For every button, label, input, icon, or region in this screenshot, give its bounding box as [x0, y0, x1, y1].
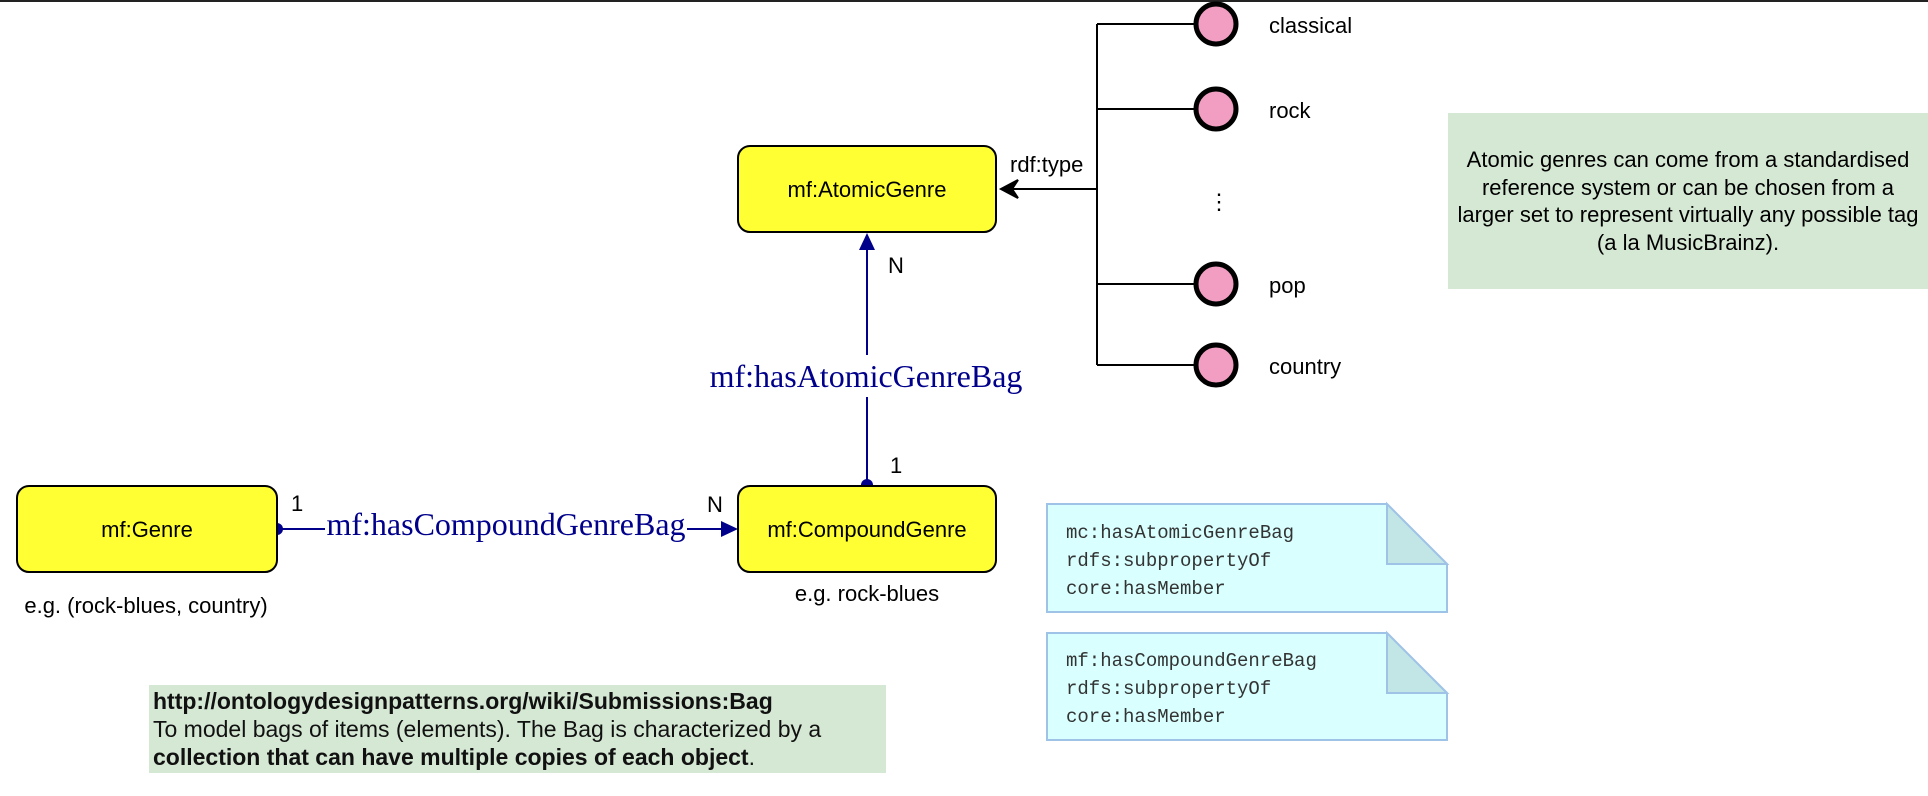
multiplicity-1-atomic: 1 — [890, 453, 902, 478]
atomic-bag-arrowhead — [859, 233, 875, 250]
rdf-type-label: rdf:type — [1010, 152, 1083, 177]
note-line: core:hasMember — [1066, 578, 1226, 600]
multiplicity-n-compound: N — [707, 492, 723, 517]
instance-label: country — [1269, 354, 1341, 379]
note-line: mf:hasCompoundGenreBag — [1066, 650, 1317, 672]
class-compound-genre[interactable]: mf:CompoundGenre — [737, 485, 997, 573]
compound-bag-arrowhead — [721, 521, 738, 537]
compound-genre-example: e.g. rock-blues — [795, 581, 939, 606]
class-label: mf:AtomicGenre — [788, 177, 947, 202]
bag-pattern-url[interactable]: http://ontologydesignpatterns.org/wiki/S… — [153, 688, 773, 714]
atomic-genre-note: Atomic genres can come from a standardis… — [1448, 113, 1928, 289]
has-compound-genre-bag-label: mf:hasCompoundGenreBag — [326, 506, 685, 542]
subproperty-note-atomic: mc:hasAtomicGenreBag rdfs:subpropertyOf … — [1046, 501, 1450, 613]
note-line: mc:hasAtomicGenreBag — [1066, 522, 1294, 544]
instance-pop[interactable]: pop — [1193, 261, 1306, 307]
instance-label: classical — [1269, 13, 1352, 38]
class-label: mf:CompoundGenre — [767, 517, 966, 542]
atomic-genre-note-text: Atomic genres can come from a standardis… — [1457, 147, 1919, 255]
subproperty-note-compound: mf:hasCompoundGenreBag rdfs:subpropertyO… — [1046, 630, 1450, 741]
note-line: rdfs:subpropertyOf — [1066, 678, 1271, 700]
edge-label-bg — [325, 507, 687, 545]
rdf-type-connector — [1003, 23, 1199, 366]
instance-label: rock — [1269, 98, 1312, 123]
instance-classical[interactable]: classical — [1193, 1, 1352, 47]
multiplicity-1-compound: 1 — [291, 491, 303, 516]
instance-ellipsis: ⋮ — [1208, 189, 1230, 214]
genre-example: e.g. (rock-blues, country) — [24, 593, 267, 618]
class-label: mf:Genre — [101, 517, 193, 542]
rdf-type-arrowhead — [998, 179, 1019, 199]
multiplicity-n-atomic: N — [888, 253, 904, 278]
edge-label-bg — [708, 355, 1024, 397]
instance-rock[interactable]: rock — [1193, 86, 1312, 132]
instance-label: pop — [1269, 273, 1306, 298]
has-atomic-genre-bag-label: mf:hasAtomicGenreBag — [710, 358, 1023, 394]
bag-pattern-text: To model bags of items (elements). The B… — [153, 716, 822, 742]
note-line: core:hasMember — [1066, 706, 1226, 728]
note-line: rdfs:subpropertyOf — [1066, 550, 1271, 572]
bag-pattern-bold-text: collection that can have multiple copies… — [153, 744, 749, 770]
class-genre[interactable]: mf:Genre — [16, 485, 278, 573]
instance-country[interactable]: country — [1193, 342, 1341, 388]
bag-pattern-note: http://ontologydesignpatterns.org/wiki/S… — [149, 685, 886, 773]
bag-pattern-period: . — [748, 744, 755, 770]
class-atomic-genre[interactable]: mf:AtomicGenre — [737, 145, 997, 233]
